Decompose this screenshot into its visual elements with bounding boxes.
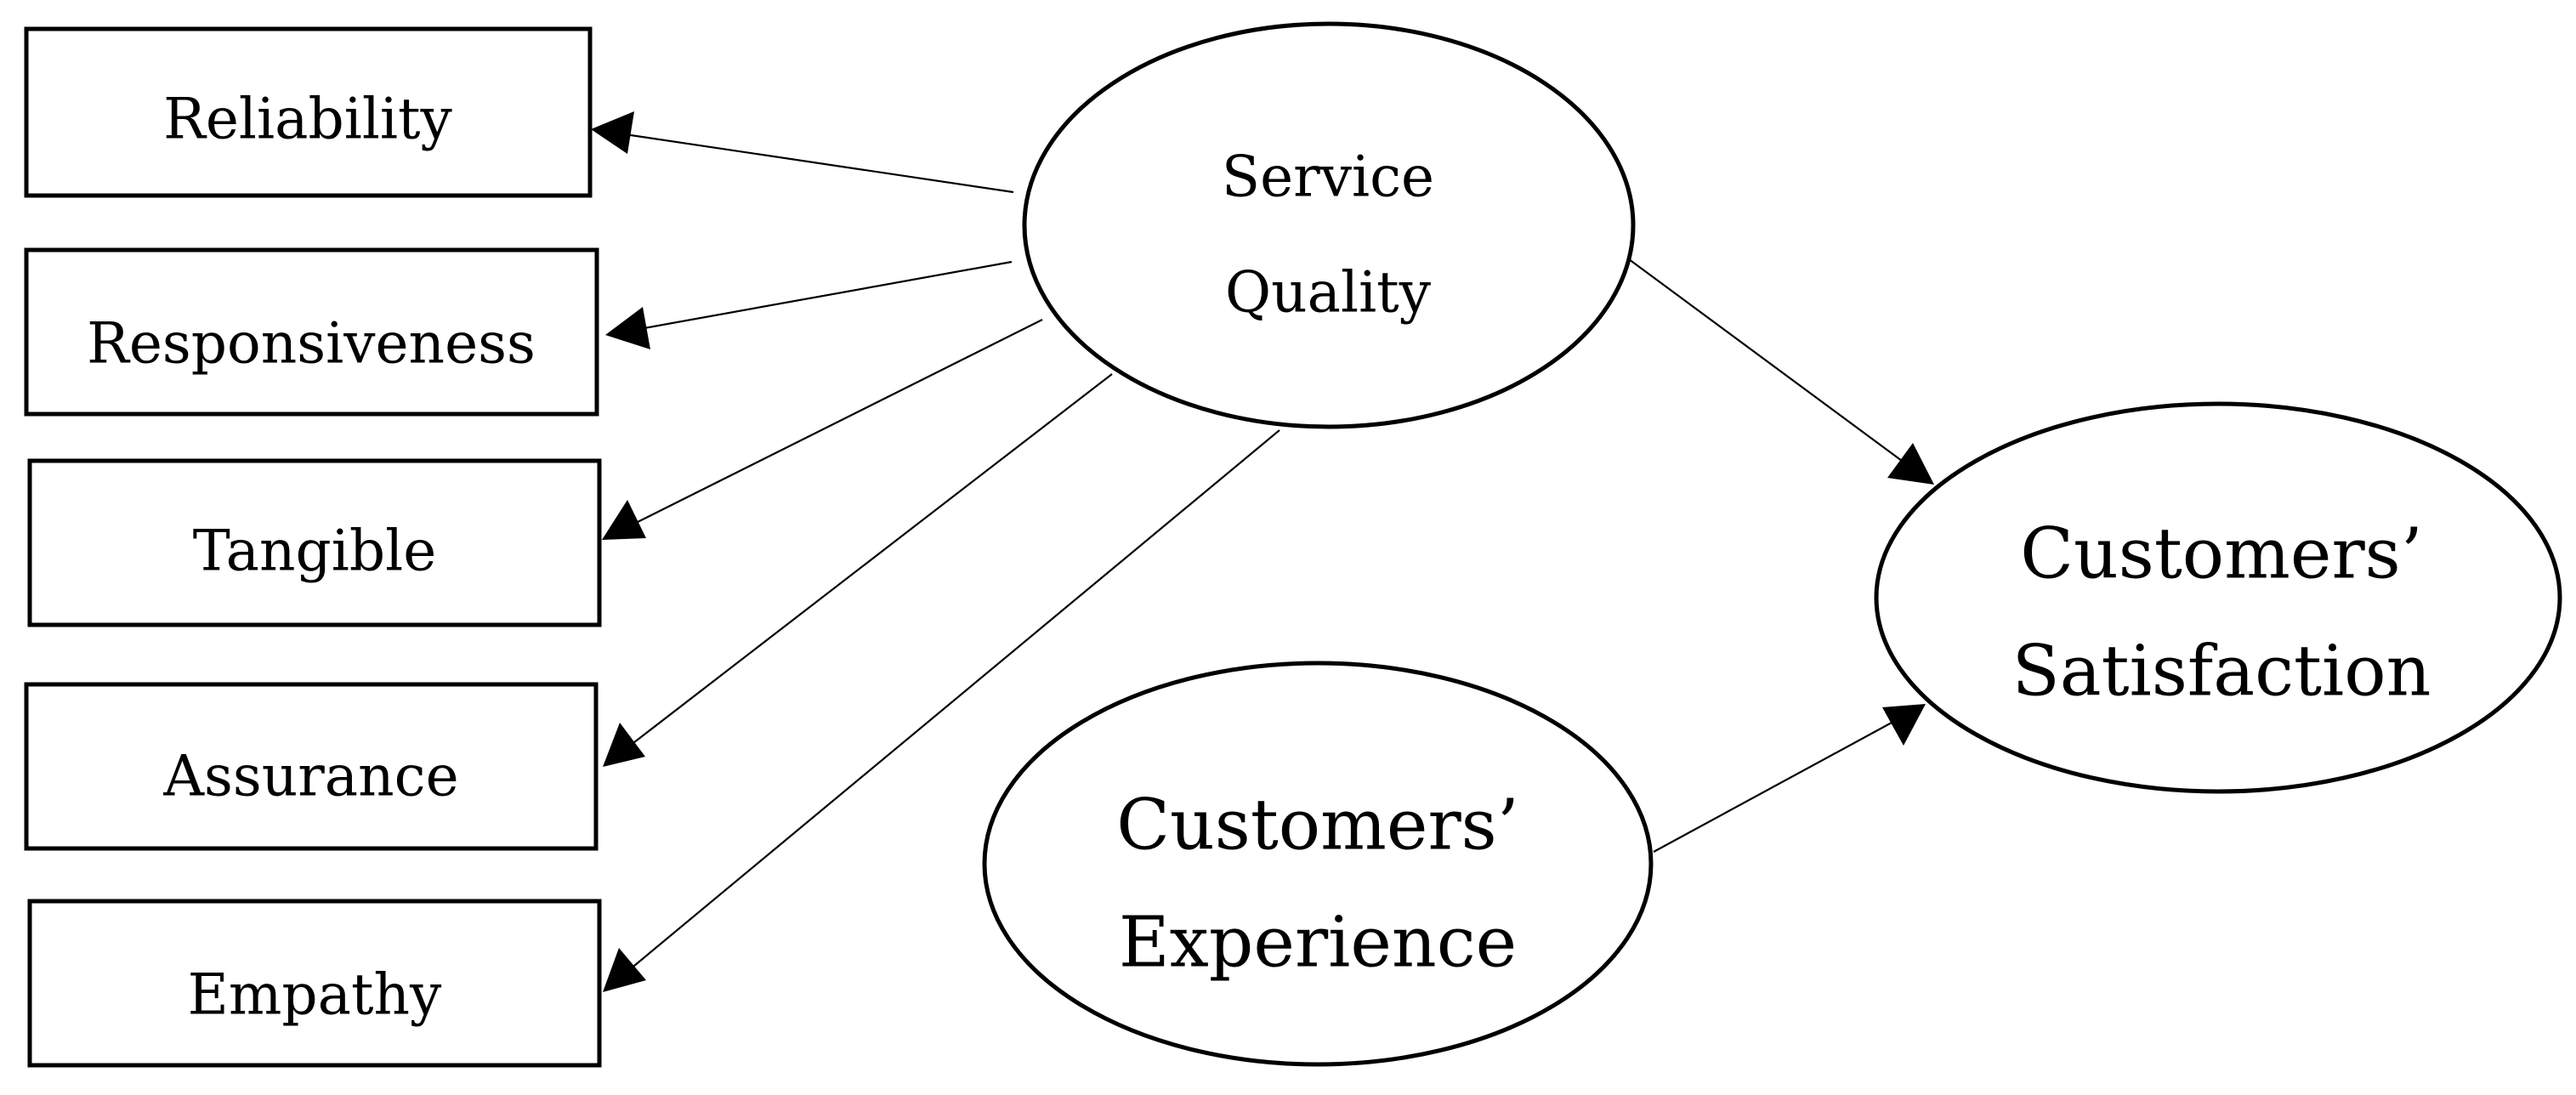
edge-service-quality-to-customers-satisfaction [1625,256,1934,485]
edge-service-quality-to-responsiveness [605,260,1013,349]
edge-service-quality-to-empathy [603,429,1280,992]
edges [591,111,1934,992]
box-reliability: Reliability [24,26,593,198]
ellipse-service-quality: Service Quality [1022,21,1636,429]
box-responsiveness: Responsiveness [24,247,599,417]
ellipse-customers-experience: Customers’ Experience [982,661,1654,1067]
label-customers-satisfaction-line1: Customers’ [2020,514,2423,595]
label-service-quality-line1: Service [1222,145,1434,210]
edge-service-quality-to-assurance [603,373,1113,767]
label-customers-satisfaction-line2: Satisfaction [2012,632,2431,712]
box-assurance: Assurance [24,682,599,851]
label-customers-experience-line2: Experience [1119,903,1517,984]
label-empathy: Empathy [188,962,442,1028]
edge-service-quality-to-tangible [602,319,1043,540]
box-empathy: Empathy [27,899,602,1068]
label-assurance: Assurance [162,744,458,809]
edge-customers-experience-to-customers-satisfaction [1653,704,1926,853]
label-service-quality-line2: Quality [1225,260,1432,326]
edge-service-quality-to-reliability [591,111,1014,194]
label-responsiveness: Responsiveness [87,311,536,377]
box-tangible: Tangible [27,458,602,627]
label-customers-experience-line1: Customers’ [1116,786,1519,866]
label-tangible: Tangible [193,519,437,584]
ellipse-customers-satisfaction: Customers’ Satisfaction [1874,401,2562,794]
label-reliability: Reliability [163,87,452,152]
